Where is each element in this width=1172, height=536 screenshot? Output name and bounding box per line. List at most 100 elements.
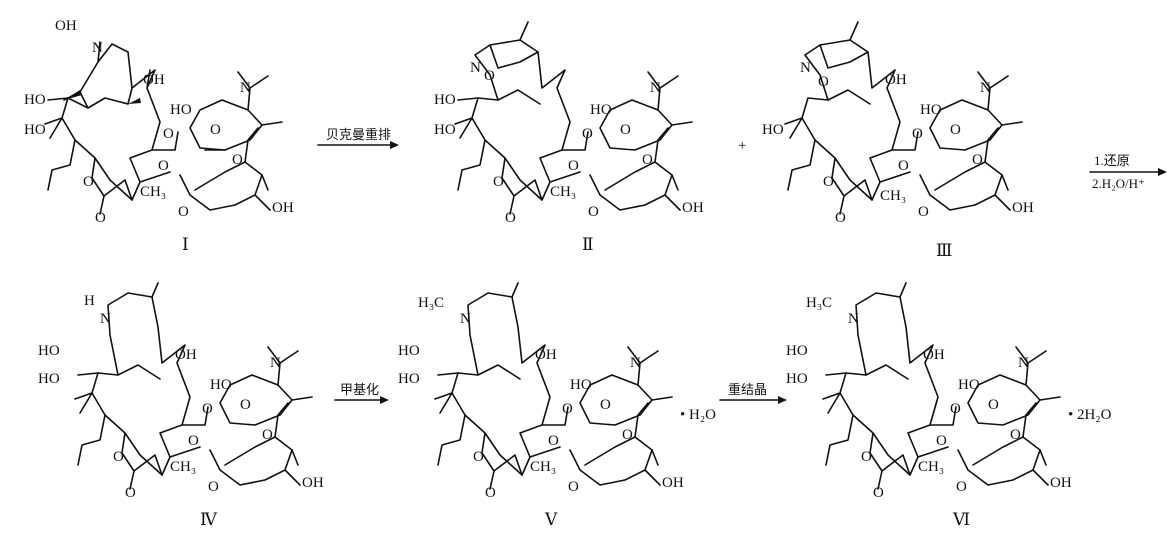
- label-clad-oh: OH: [682, 200, 704, 216]
- label-o-sugar: O: [240, 397, 251, 413]
- label-ch3: CH₃: [530, 459, 556, 475]
- label-nme2: N: [650, 80, 661, 96]
- label-carb-o: O: [505, 210, 516, 226]
- label-ho1: HO: [24, 92, 46, 108]
- label-n: N: [100, 311, 111, 327]
- label-ho1: HO: [786, 343, 808, 359]
- arrow-label-reduction-bottom: 2.H₂O/H⁺: [1092, 176, 1145, 191]
- label-oh-top: OH: [535, 347, 557, 363]
- label-o-clad-link: O: [898, 158, 909, 174]
- label-ho-sugar: HO: [920, 102, 942, 118]
- label-ho2: HO: [434, 122, 456, 138]
- label-ho2: HO: [24, 122, 46, 138]
- label-clad-o: O: [956, 479, 967, 495]
- label-ch3: CH₃: [140, 184, 166, 200]
- label-ome: O: [232, 152, 243, 168]
- label-h: H: [84, 293, 95, 309]
- label-ome: O: [622, 427, 633, 443]
- plus-sign: +: [738, 138, 746, 154]
- label-clad-oh: OH: [302, 475, 324, 491]
- label-clad-o: O: [918, 204, 929, 220]
- label-clad-oh: OH: [1050, 475, 1072, 491]
- arrow-reduction: 1.还原 2.H₂O/H⁺: [1089, 153, 1167, 191]
- label-ome: O: [262, 427, 273, 443]
- label-oh-top: OH: [923, 347, 945, 363]
- compound-number-IV: Ⅳ: [200, 510, 218, 529]
- label-clad-o: O: [208, 479, 219, 495]
- label-ho2: HO: [398, 371, 420, 387]
- label-ho-sugar: HO: [590, 102, 612, 118]
- arrow-label-reduction-top: 1.还原: [1094, 153, 1130, 168]
- label-noh-o: OH: [55, 18, 77, 34]
- label-n: N: [800, 60, 811, 76]
- label-oh-top: OH: [143, 72, 165, 88]
- label-nme2: N: [270, 355, 281, 371]
- label-lac-o: O: [113, 449, 124, 465]
- label-o-link: O: [912, 126, 923, 142]
- label-ome: O: [642, 152, 653, 168]
- label-clad-o: O: [178, 204, 189, 220]
- label-o-sugar: O: [620, 122, 631, 138]
- compound-number-VI: Ⅵ: [952, 510, 970, 529]
- label-o-clad-link: O: [548, 433, 559, 449]
- label-h3c: H₃C: [418, 295, 444, 311]
- label-nme2: N: [1018, 355, 1029, 371]
- label-ho-sugar: HO: [958, 377, 980, 393]
- arrow-label-methylation: 甲基化: [340, 383, 379, 398]
- label-ch3: CH₃: [880, 188, 906, 204]
- label-lac-o: O: [861, 449, 872, 465]
- label-oh-top: OH: [885, 72, 907, 88]
- label-ho-sugar: HO: [170, 102, 192, 118]
- label-n: N: [470, 60, 481, 76]
- label-h3c: H₃C: [806, 295, 832, 311]
- label-o-clad-link: O: [188, 433, 199, 449]
- label-lac-o: O: [83, 174, 94, 190]
- compound-IV: H N OH HO HO HO N O O O O O CH₃ O O OH Ⅳ: [38, 282, 324, 529]
- label-ho1: HO: [434, 92, 456, 108]
- label-oh-top: OH: [175, 347, 197, 363]
- label-lac-o: O: [493, 174, 504, 190]
- label-ho2: HO: [786, 371, 808, 387]
- label-carb-o: O: [835, 210, 846, 226]
- label-o-sugar: O: [600, 397, 611, 413]
- label-carb-o: O: [125, 485, 136, 501]
- label-n: N: [848, 311, 859, 327]
- compound-I: OH N HO HO OH HO N O O O O O CH₃ O O OH …: [24, 18, 294, 254]
- label-carb-o: O: [95, 210, 106, 226]
- label-o-clad-link: O: [936, 433, 947, 449]
- label-ome: O: [1010, 427, 1021, 443]
- compound-III: N O OH HO N HO O O O O O CH₃ O O OH Ⅲ: [762, 21, 1034, 260]
- label-nme2: N: [630, 355, 641, 371]
- label-o-link: O: [202, 401, 213, 417]
- hydrate-label: • 2H₂O: [1068, 407, 1112, 423]
- label-ch3: CH₃: [918, 459, 944, 475]
- compound-number-I: Ⅰ: [182, 235, 189, 254]
- label-o-clad-link: O: [568, 158, 579, 174]
- label-ho-sugar: HO: [570, 377, 592, 393]
- label-o-sugar: O: [950, 122, 961, 138]
- arrow-label-recrystallization: 重结晶: [728, 382, 767, 398]
- label-o-link: O: [950, 401, 961, 417]
- arrow-beckmann: 贝克曼重排: [317, 127, 399, 149]
- compound-VI: H₃C N OH HO HO HO N O O O O O CH₃ O O OH…: [786, 282, 1112, 529]
- arrow-methylation: 甲基化: [334, 383, 389, 404]
- label-clad-oh: OH: [272, 200, 294, 216]
- label-clad-o: O: [588, 204, 599, 220]
- arrow-recrystallization: 重结晶: [719, 382, 787, 404]
- label-o-link: O: [562, 401, 573, 417]
- label-o-clad-link: O: [158, 158, 169, 174]
- label-o-link: O: [163, 126, 174, 142]
- label-o-ring: O: [818, 74, 829, 90]
- label-noh-n: N: [92, 40, 103, 56]
- label-ch3: CH₃: [550, 184, 576, 200]
- label-ch3: CH₃: [170, 459, 196, 475]
- hydrate-label: • H₂O: [680, 407, 716, 423]
- compound-II: N O HO HO HO N O O O O O CH₃ O O OH Ⅱ: [434, 21, 704, 254]
- label-clad-o: O: [568, 479, 579, 495]
- label-o-link: O: [582, 126, 593, 142]
- label-o-ring: O: [484, 68, 495, 84]
- label-ho-sugar: HO: [210, 377, 232, 393]
- label-o-sugar: O: [210, 122, 221, 138]
- label-ho1: HO: [38, 343, 60, 359]
- label-nme2: N: [980, 80, 991, 96]
